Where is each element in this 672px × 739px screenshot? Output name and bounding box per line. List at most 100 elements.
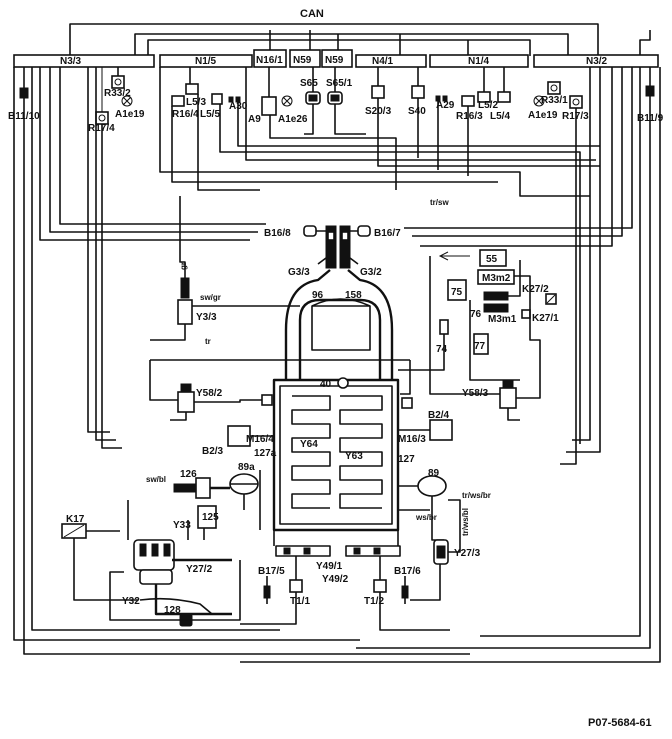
valve-icon [177, 391, 195, 413]
n96-label: 96 [312, 290, 324, 301]
n89-label: 89 [428, 468, 440, 479]
module-n3-2-label: N3/2 [586, 56, 608, 67]
tr-left-label: tr [205, 337, 211, 346]
y27-3-label: Y27/3 [454, 548, 481, 559]
module-n59-a-label: N59 [293, 55, 312, 66]
g3-3-label: G3/3 [288, 267, 310, 278]
y3-3-label: Y3/3 [196, 312, 217, 323]
n76-label: 76 [470, 309, 482, 320]
t1-1-label: T1/1 [290, 596, 310, 607]
n1-5-components: L5/3 R16/4 L5/5 A30 A9 A1e26 [171, 67, 308, 125]
can-title: CAN [300, 8, 324, 20]
y49-2-label: Y49/2 [322, 574, 349, 585]
n158-label: 158 [345, 290, 362, 301]
tr-sw-label: tr/sw [430, 198, 449, 207]
n77-label: 77 [474, 341, 486, 352]
module-n3-3-label: N3/3 [60, 56, 82, 67]
b2-3-label: B2/3 [202, 446, 224, 457]
y49-1-label: Y49/1 [316, 561, 343, 572]
n74-label: 74 [436, 344, 448, 355]
module-n1-5-label: N1/5 [195, 56, 217, 67]
valve-icon [499, 387, 517, 409]
lower-right-vacuum: 127 89 tr/ws/br tr/ws/bl ws/br Y27/3 [398, 454, 491, 601]
n127-label: 127 [398, 454, 415, 465]
left-module-components: B11/10 R33/2 A1e19 R17/4 [8, 67, 145, 134]
a1e19-left-label: A1e19 [115, 109, 145, 120]
sensor-icon [263, 585, 271, 599]
y27-2-label: Y27/2 [186, 564, 213, 575]
b2-4-label: B2/4 [428, 410, 450, 421]
y58-3-label: Y58/3 [462, 388, 489, 399]
sensor-icon [645, 85, 655, 97]
module-n3-3: N3/3 [13, 54, 155, 68]
n1-4-components: A29 R16/3 L5/2 L5/4 [435, 67, 511, 122]
a9-box [261, 96, 277, 116]
r16-4-label: R16/4 [172, 109, 199, 120]
b17-6-label: B17/6 [394, 566, 421, 577]
a1e26-label: A1e26 [278, 114, 308, 125]
ws-br-label: ws/br [415, 513, 437, 522]
tr-ws-br-label: tr/ws/br [462, 491, 491, 500]
l5-5-label: L5/5 [200, 109, 220, 120]
s40-label: S40 [408, 106, 426, 117]
sw-bl-label: sw/bl [146, 475, 166, 484]
module-n1-5: N1/5 [159, 54, 253, 68]
s65-label: S65 [300, 78, 318, 89]
m3m2-label: M3m2 [482, 273, 511, 284]
l5-4-label: L5/4 [490, 111, 510, 122]
motor-icon [429, 419, 453, 441]
l5-2-label: L5/2 [478, 100, 498, 111]
m16-4-label: M16/4 [246, 434, 274, 445]
module-n3-2: N3/2 [533, 54, 659, 68]
y3-3-valve: Y3/3 sw/gr tr gr [150, 196, 300, 346]
n59-switches: S65 S65/1 [300, 67, 353, 124]
n125-label: 125 [202, 512, 219, 523]
sensor-icon [401, 585, 409, 599]
y58-valves: Y58/2 Y58/3 [149, 359, 541, 421]
figure-reference: P07-5684-61 [588, 717, 652, 729]
t1-2-label: T1/2 [364, 596, 384, 607]
blower-control-cluster: 55 M3m2 K27/2 75 76 M3m1 K27/1 77 74 [398, 249, 559, 381]
lower-left-vacuum: 126 89a 127a sw/bl 125 Y33 K17 Y27/2 Y32… [61, 448, 277, 627]
relay-icon [521, 309, 531, 319]
motor-icon [479, 249, 507, 267]
y64-label: Y64 [300, 439, 318, 450]
sensor-icon [19, 87, 29, 99]
l5-3-label: L5/3 [186, 97, 206, 108]
g3-2-label: G3/2 [360, 267, 382, 278]
sw-gr-label: sw/gr [200, 293, 221, 302]
n127a-label: 127a [254, 448, 277, 459]
m3m1-label: M3m1 [488, 314, 517, 325]
module-n59-a: N59 [289, 49, 321, 68]
r16-3-label: R16/3 [456, 111, 483, 122]
can-bus: CAN [69, 8, 651, 56]
b16-8-label: B16/8 [264, 228, 291, 239]
module-n1-4: N1/4 [429, 54, 529, 68]
heater-core-assembly: Y64 Y63 96 158 40 Y49/1 Y49/2 [272, 269, 401, 585]
module-n16-1-label: N16/1 [256, 55, 283, 66]
lamp-icon [281, 95, 293, 107]
module-n16-1: N16/1 [253, 49, 287, 68]
gr-label: gr [179, 262, 188, 270]
y58-2-label: Y58/2 [196, 388, 223, 399]
n55-label: 55 [486, 254, 498, 265]
lamp-icon [121, 95, 133, 107]
module-n59-b: N59 [321, 49, 353, 68]
lamp-icon [533, 95, 545, 107]
r33-1-label: R33/1 [541, 95, 568, 106]
module-n4-1-label: N4/1 [372, 56, 394, 67]
r33-2-label: R33/2 [104, 88, 131, 99]
a9-label: A9 [248, 114, 261, 125]
bottom-sensors: B17/5 T1/1 T1/2 B17/6 [240, 556, 450, 631]
n128-label: 128 [164, 605, 181, 616]
n75-label: 75 [451, 287, 463, 298]
n126-label: 126 [180, 469, 197, 480]
k17-label: K17 [66, 514, 85, 525]
b16-7-label: B16/7 [374, 228, 401, 239]
a29-label: A29 [436, 100, 455, 111]
b17-5-label: B17/5 [258, 566, 285, 577]
k27-1-label: K27/1 [532, 313, 559, 324]
s65-1-label: S65/1 [326, 78, 353, 89]
y33-label: Y33 [173, 520, 191, 531]
